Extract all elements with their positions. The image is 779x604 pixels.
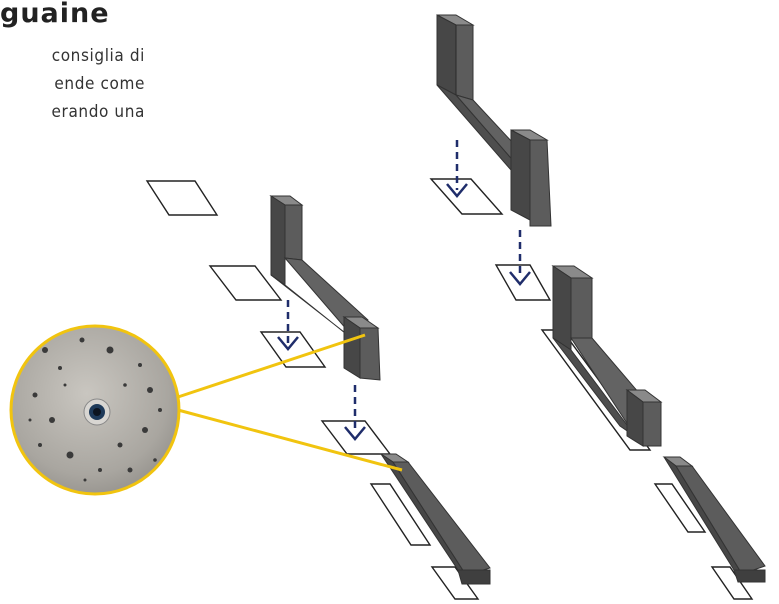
- base-plate: [496, 265, 550, 300]
- dashed-arrow-icon: [278, 300, 298, 349]
- base-plate: [261, 332, 325, 367]
- base-plate: [147, 181, 217, 215]
- concrete-detail-photo: [11, 326, 179, 494]
- base-plate: [210, 266, 281, 300]
